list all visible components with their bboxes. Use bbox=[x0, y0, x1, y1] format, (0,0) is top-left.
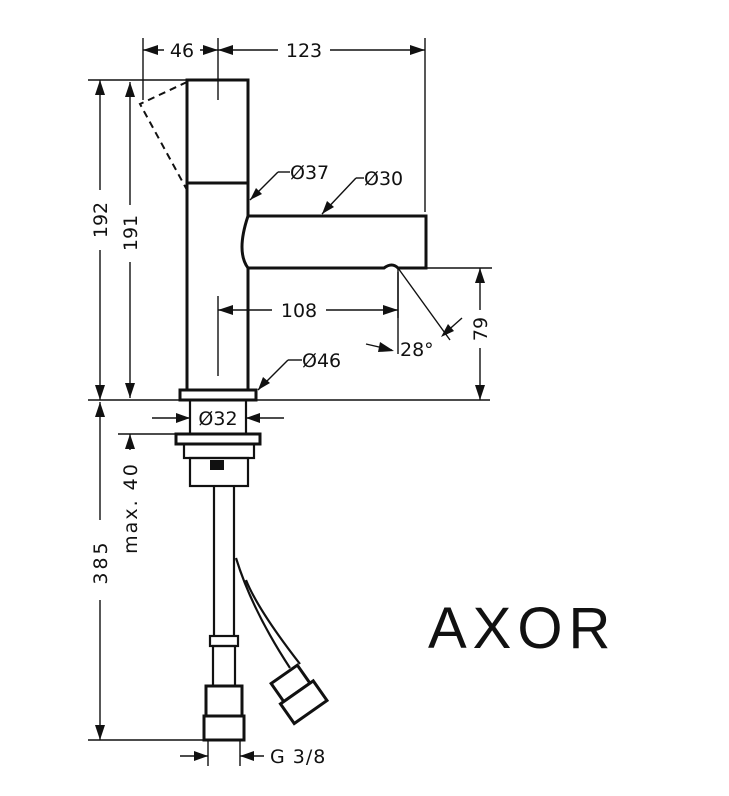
fixing-nut bbox=[174, 432, 262, 446]
hose-right bbox=[234, 557, 301, 669]
hose-right-nut bbox=[269, 663, 330, 726]
faucet-body bbox=[88, 78, 490, 742]
hose-left-nut bbox=[204, 684, 244, 718]
dim-spout-reach: 123 bbox=[286, 40, 322, 62]
hose-left-sleeve bbox=[211, 644, 237, 688]
dim-handle-offset: 46 bbox=[170, 40, 194, 62]
dimension-lines bbox=[88, 38, 492, 766]
handle-swing-dashed bbox=[138, 81, 188, 191]
dim-max-deck-thickness: max. 40 bbox=[120, 462, 142, 554]
axor-logo: AXOR bbox=[428, 596, 616, 661]
dim-hose-length: 385 bbox=[90, 539, 112, 584]
spout bbox=[240, 214, 428, 270]
dim-spout-clear-height: 79 bbox=[470, 317, 492, 341]
dim-body-height: 191 bbox=[120, 215, 142, 251]
hose-left-nut-lower bbox=[202, 714, 246, 742]
fixing-washer bbox=[182, 442, 256, 460]
dim-spout-clear-reach: 108 bbox=[281, 300, 317, 322]
dim-body-diameter: Ø37 bbox=[290, 162, 329, 184]
dim-base-diameter: Ø46 bbox=[302, 350, 341, 372]
hose-left-ferrule bbox=[208, 634, 240, 648]
dim-connection-thread: G 3/8 bbox=[270, 746, 326, 768]
dim-spout-diameter: Ø30 bbox=[364, 168, 403, 190]
lower-body bbox=[188, 456, 250, 488]
lower-key bbox=[210, 460, 224, 470]
dim-total-height: 192 bbox=[90, 202, 112, 238]
dim-spout-angle: 28° bbox=[400, 339, 434, 361]
base-flange bbox=[178, 388, 258, 402]
dim-shank-diameter: Ø32 bbox=[198, 408, 237, 430]
